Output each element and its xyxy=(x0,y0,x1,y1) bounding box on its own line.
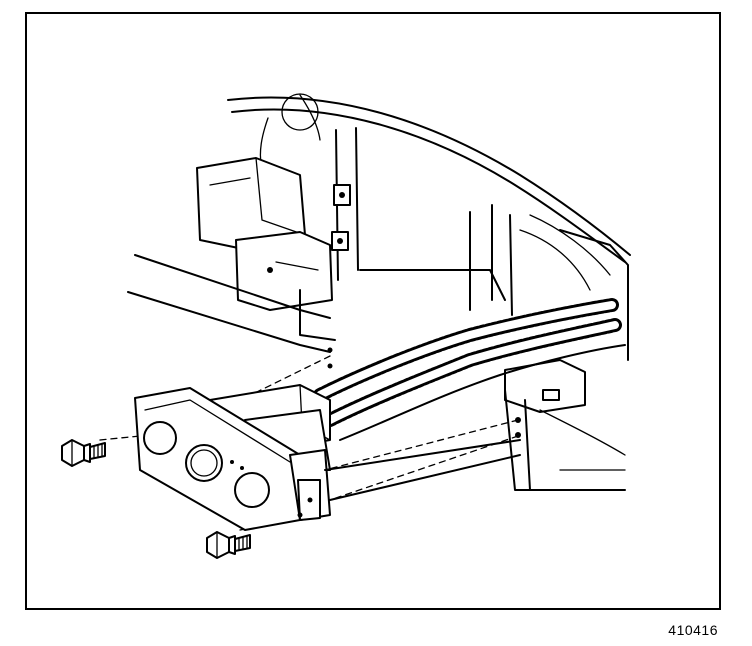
wire-harness xyxy=(313,298,626,441)
headlamp-bracket xyxy=(134,384,521,531)
figure-id-label: 410416 xyxy=(668,622,718,638)
lower-bolt-icon xyxy=(206,531,251,559)
diagram-frame xyxy=(25,12,721,610)
upper-bolt-icon xyxy=(61,439,106,467)
fender-structure xyxy=(99,93,631,531)
